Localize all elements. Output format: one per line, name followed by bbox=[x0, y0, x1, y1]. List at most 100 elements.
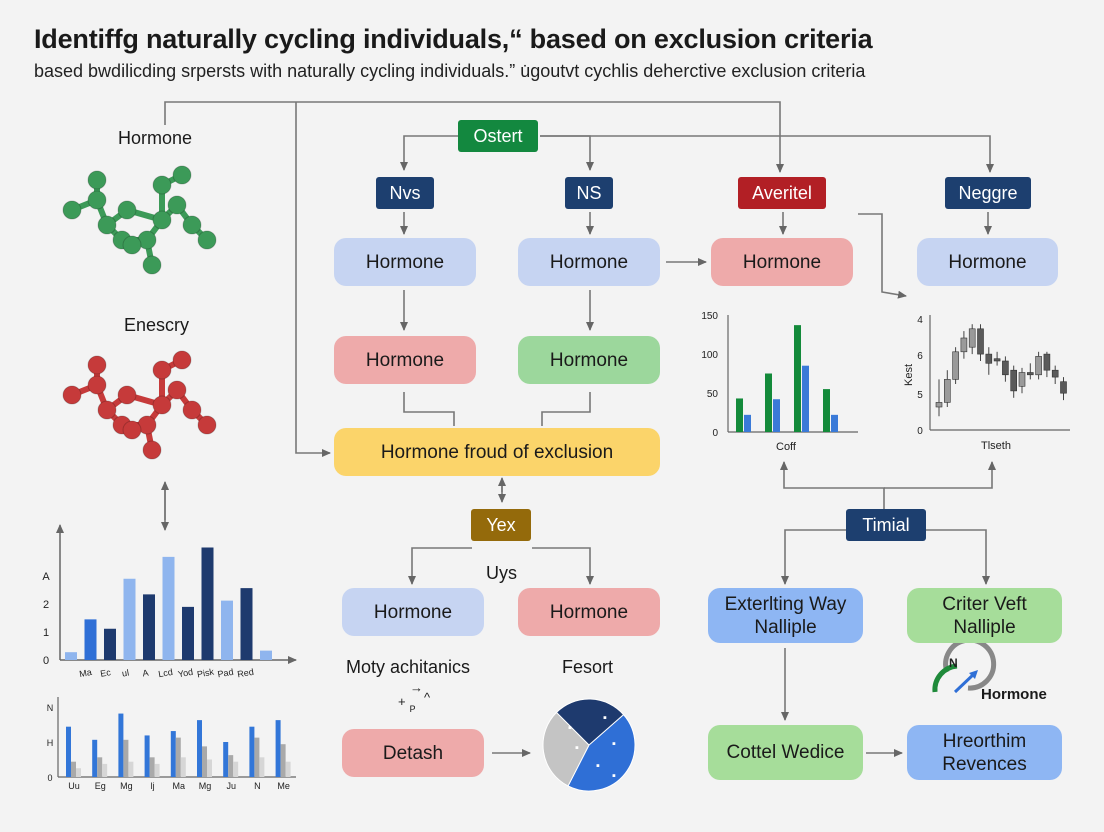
gauge-icon bbox=[932, 637, 997, 694]
molecule-atom bbox=[142, 440, 162, 460]
nvs-hormone-box-2[interactable]: Hormone bbox=[334, 336, 476, 384]
candle-body bbox=[943, 379, 951, 403]
page-title: Identiffg naturally cycling individuals,… bbox=[34, 24, 873, 54]
gauge-n-label: N bbox=[949, 656, 958, 670]
y-tick-label: 0 bbox=[917, 426, 923, 437]
y-tick-label: 0 bbox=[47, 773, 52, 783]
bar bbox=[254, 737, 260, 777]
bar bbox=[773, 399, 780, 432]
ns-hormone-box[interactable]: Hormone bbox=[518, 238, 660, 286]
criter-box[interactable]: Criter Veft Nalliple bbox=[907, 588, 1062, 643]
molecule-atom bbox=[172, 165, 192, 185]
candle-body bbox=[985, 353, 993, 364]
yex-left-hormone-box[interactable]: Hormone bbox=[342, 588, 484, 636]
bar bbox=[65, 652, 77, 660]
bar bbox=[144, 735, 150, 777]
x-tick-label: Eg bbox=[95, 781, 106, 791]
exterlting-box[interactable]: Exterlting Way Nalliple bbox=[708, 588, 863, 643]
candle-body bbox=[1035, 356, 1042, 376]
candle-body bbox=[1010, 369, 1018, 392]
pie-symbol-4: ▪ bbox=[612, 738, 616, 750]
y-tick-label: 1 bbox=[43, 627, 49, 639]
y-tick-label: 5 bbox=[917, 390, 923, 401]
nvs-hormone-box[interactable]: Hormone bbox=[334, 238, 476, 286]
ns-hormone-box-2[interactable]: Hormone bbox=[518, 336, 660, 384]
y-tick-label: 150 bbox=[701, 311, 718, 322]
bar bbox=[240, 588, 253, 660]
bar bbox=[765, 373, 772, 432]
molecule-atom bbox=[87, 355, 107, 375]
bar bbox=[228, 755, 234, 777]
candle-body bbox=[993, 358, 1001, 362]
pie-symbol-1: ▪ bbox=[568, 722, 572, 734]
bar bbox=[180, 757, 186, 777]
pie-symbol-5: ▪ bbox=[596, 760, 600, 772]
candle-body bbox=[1051, 369, 1059, 378]
red-molecule-icon bbox=[62, 350, 217, 460]
bar bbox=[104, 628, 116, 660]
molecule-atom bbox=[152, 395, 172, 415]
detash-box[interactable]: Detash bbox=[342, 729, 484, 777]
molecule-atom bbox=[182, 215, 202, 235]
bar bbox=[71, 761, 76, 777]
y-axis-label: Kest bbox=[903, 364, 915, 386]
bar bbox=[175, 737, 181, 777]
x-tick-label: Uu bbox=[68, 781, 80, 791]
bar bbox=[118, 713, 124, 777]
pie-chart bbox=[542, 698, 636, 792]
bar bbox=[794, 325, 801, 432]
candle-body bbox=[977, 328, 984, 355]
molecule-atom bbox=[167, 380, 187, 400]
bar bbox=[831, 414, 838, 432]
molecule-atom bbox=[152, 360, 172, 380]
yex-tag: Yex bbox=[471, 509, 531, 541]
bar bbox=[123, 578, 136, 660]
averitel-tag: Averitel bbox=[738, 177, 826, 209]
moty-label: Moty achitanics bbox=[346, 657, 471, 677]
molecule-atom bbox=[182, 400, 202, 420]
molecule-atom bbox=[122, 420, 142, 440]
x-tick-label: Mg bbox=[199, 781, 212, 791]
timial-tag: Timial bbox=[846, 509, 926, 541]
candle-body bbox=[960, 337, 968, 353]
molecule-atom bbox=[142, 255, 162, 275]
bar bbox=[201, 547, 214, 660]
cottel-box[interactable]: Cottel Wedice bbox=[708, 725, 863, 780]
bar bbox=[170, 731, 176, 777]
molecule-atom bbox=[62, 385, 82, 405]
bar bbox=[233, 761, 239, 777]
candle-body bbox=[935, 402, 943, 408]
x-tick-label: Red bbox=[236, 667, 254, 680]
bar bbox=[221, 600, 233, 660]
bar bbox=[143, 594, 155, 660]
molecule-atom bbox=[197, 415, 217, 435]
bar bbox=[823, 389, 830, 432]
y-tick-label: 0 bbox=[712, 428, 718, 439]
pie-symbol-2: ▪ bbox=[575, 742, 579, 754]
candle-body bbox=[952, 351, 959, 380]
bar bbox=[162, 556, 175, 660]
pie-slice bbox=[555, 698, 625, 746]
exclusion-box[interactable]: Hormone froud of exclusion bbox=[334, 428, 660, 476]
moty-symbol-1: → bbox=[410, 680, 423, 695]
bar bbox=[275, 720, 281, 777]
y-tick-label: 6 bbox=[917, 351, 923, 362]
x-tick-label: Pad bbox=[217, 667, 235, 680]
hormone-label: Hormone bbox=[118, 128, 193, 148]
page-subtitle: based bwdilicding srpersts with naturall… bbox=[34, 61, 866, 81]
candle-body bbox=[1060, 381, 1067, 394]
neggre-hormone-box[interactable]: Hormone bbox=[917, 238, 1058, 286]
neggre-tag: Neggre bbox=[945, 177, 1031, 209]
bar bbox=[92, 739, 98, 777]
yex-right-hormone-box[interactable]: Hormone bbox=[518, 588, 660, 636]
hreorthim-box[interactable]: Hreorthim Revences bbox=[907, 725, 1062, 780]
x-tick-label: Ma bbox=[173, 781, 186, 791]
averitel-hormone-box[interactable]: Hormone bbox=[711, 238, 853, 286]
molecule-atom bbox=[97, 215, 117, 235]
molecule-atom bbox=[197, 230, 217, 250]
candle-body bbox=[1002, 360, 1009, 376]
